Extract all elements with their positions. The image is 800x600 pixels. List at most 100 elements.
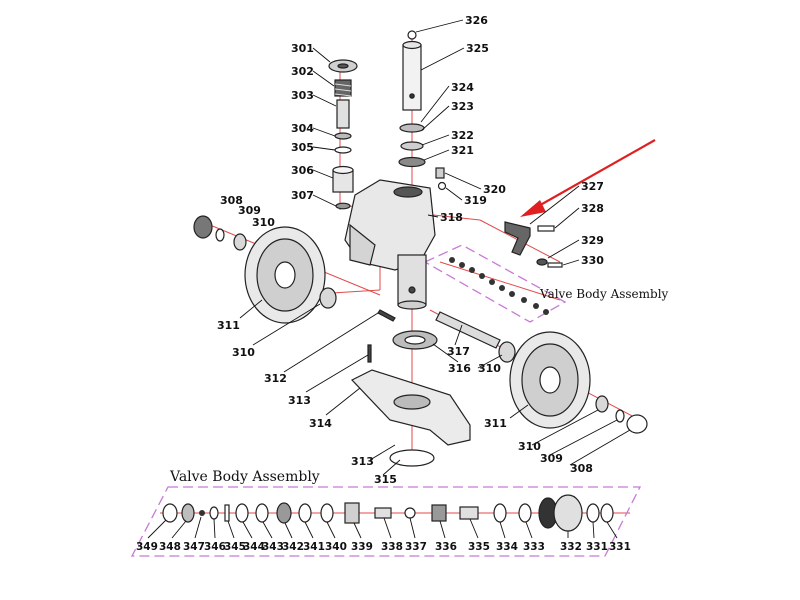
label-319: 319 [464,194,487,207]
valve-body-box-lower [130,486,642,557]
part-312-axle [367,309,396,363]
label-343: 343 [262,541,284,553]
part-302-spring [334,79,352,97]
label-322: 322 [451,129,474,142]
part-308-cap-right [626,414,648,434]
label-313-upper: 313 [288,394,311,407]
leader-lines [147,19,631,539]
label-338: 338 [381,541,403,553]
part-329-spring [536,258,548,266]
label-330: 330 [581,254,604,267]
label-310-upper-left: 310 [252,216,275,229]
label-310-mid: 310 [478,362,501,375]
red-arrow-icon [520,139,656,217]
label-309-right: 309 [540,452,563,465]
label-326: 326 [465,14,488,27]
part-301-cap [328,59,358,73]
label-349: 349 [136,541,158,553]
part-319-ball [437,181,447,191]
label-317: 317 [447,345,470,358]
label-302: 302 [291,65,314,78]
label-339: 339 [351,541,373,553]
assembly-titles: Valve Body Assembly Valve Body Assembly [169,287,669,485]
part-310-bearing-left [233,233,337,309]
part-305-washer [334,146,352,154]
label-313-lower: 313 [351,455,374,468]
label-342: 342 [282,541,304,553]
label-331-a: 331 [586,541,608,553]
label-320: 320 [483,183,506,196]
label-348: 348 [159,541,181,553]
label-345: 345 [224,541,246,553]
part-309-clip-right [615,409,625,423]
label-324: 324 [451,81,474,94]
label-341: 341 [303,541,325,553]
label-336: 336 [435,541,457,553]
label-306: 306 [291,164,314,177]
label-331-b: 331 [609,541,631,553]
lower-labels: 349 348 347 346 345 344 343 342 341 340 … [136,541,631,553]
label-309-left: 309 [238,204,261,217]
label-314: 314 [309,417,332,430]
part-309-clip-left [215,228,225,242]
label-347: 347 [183,541,205,553]
label-310-lower-left: 310 [232,346,255,359]
part-307-washer [335,202,351,210]
label-305: 305 [291,141,314,154]
part-310-bearing-right [498,341,609,413]
label-337: 337 [405,541,427,553]
label-323: 323 [451,100,474,113]
label-310-right: 310 [518,440,541,453]
part-317-shaft [435,311,501,349]
part-308-cap-left [193,215,213,239]
part-306-sleeve [332,165,354,193]
label-308-left: 308 [220,194,243,207]
label-325: 325 [466,42,489,55]
upper-labels: 326 325 301 302 303 324 323 304 322 305 … [217,14,604,486]
label-335: 335 [468,541,490,553]
part-303-plunger [336,99,350,129]
part-327-lever [504,221,531,256]
label-346: 346 [204,541,226,553]
label-301: 301 [291,42,314,55]
label-327: 327 [581,180,604,193]
part-314-frame [351,369,471,446]
label-333: 333 [523,541,545,553]
label-316: 316 [448,362,471,375]
label-304: 304 [291,122,314,135]
label-307: 307 [291,189,314,202]
part-311-wheel-right [509,331,591,429]
label-340: 340 [325,541,347,553]
label-312: 312 [264,372,287,385]
part-304-seal [334,132,352,140]
part-315-ring [389,449,435,467]
label-334: 334 [496,541,518,553]
valve-body-assembly-title-upper: Valve Body Assembly [539,287,669,301]
part-311-wheel-left [244,226,326,324]
part-325-piston [402,40,422,111]
label-311-right: 311 [484,417,507,430]
label-328: 328 [581,202,604,215]
part-317-cylinder [397,254,427,310]
label-332: 332 [560,541,582,553]
part-328-pin [537,225,555,232]
upper-valve-parts [449,257,549,315]
label-303: 303 [291,89,314,102]
part-316-washer [392,330,438,350]
part-320-screw [435,167,445,179]
label-311-left: 311 [217,319,240,332]
label-329: 329 [581,234,604,247]
valve-body-box-upper [423,244,567,323]
part-322-seal [400,141,424,151]
part-330-pin [547,262,563,268]
label-315: 315 [374,473,397,486]
part-326-ball [407,30,417,40]
label-321: 321 [451,144,474,157]
part-321-ring [398,156,426,168]
part-324-seal [399,123,425,133]
valve-body-assembly-title-lower: Valve Body Assembly [169,469,320,485]
label-308-right: 308 [570,462,593,475]
label-318: 318 [440,211,463,224]
label-344: 344 [243,541,265,553]
